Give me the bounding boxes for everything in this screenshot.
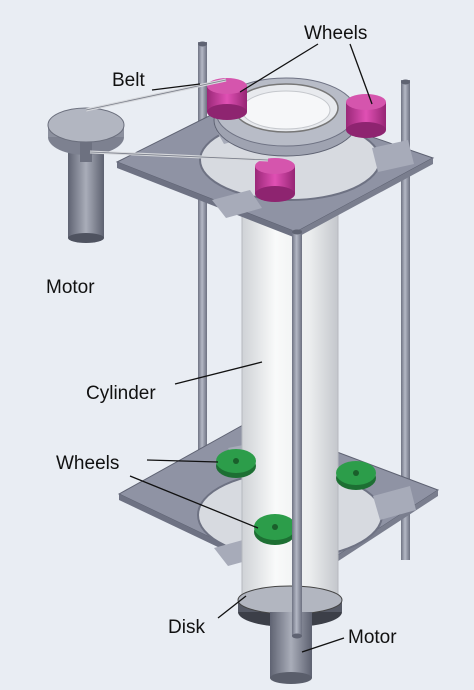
- top-motor: [47, 107, 125, 243]
- green-wheel-front: [254, 514, 296, 545]
- drive-belt: [85, 78, 269, 162]
- pink-wheel-right: [346, 94, 386, 138]
- bottom-wheels: [216, 449, 376, 545]
- label-disk: Disk: [168, 617, 205, 638]
- green-wheel-left: [216, 449, 256, 478]
- label-wheels-top: Wheels: [304, 23, 367, 44]
- top-wheels: [207, 78, 386, 202]
- pink-wheel-front: [255, 158, 295, 202]
- green-wheel-right: [336, 461, 376, 490]
- support-rods-back: [198, 41, 410, 560]
- label-belt: Belt: [112, 70, 145, 91]
- support-rod-front: [292, 229, 302, 639]
- label-cylinder: Cylinder: [86, 383, 156, 404]
- top-collar: [213, 77, 359, 157]
- label-motor-bottom: Motor: [348, 627, 397, 648]
- bottom-motor: [270, 612, 312, 684]
- label-wheels-bottom: Wheels: [56, 453, 119, 474]
- label-motor-top: Motor: [46, 277, 95, 298]
- leader-lines: [129, 43, 373, 653]
